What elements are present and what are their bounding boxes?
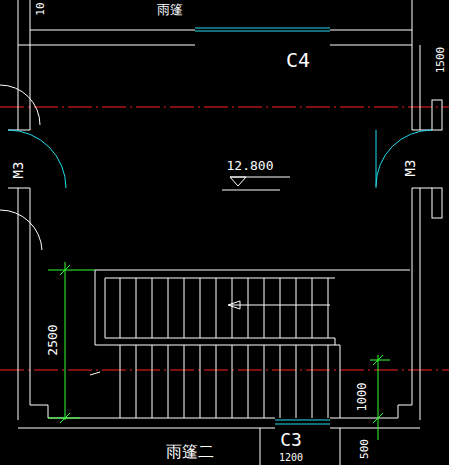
door-label: M3 <box>403 160 417 177</box>
dimension-text: 10 <box>35 2 46 15</box>
stair-tread <box>136 345 137 418</box>
stair-tread <box>232 278 233 338</box>
dimension-text: 1200 <box>279 453 303 463</box>
stair-tread <box>152 278 153 338</box>
stair-tread <box>248 345 249 418</box>
stair-tread <box>120 278 121 338</box>
door-label: M3 <box>11 162 25 179</box>
stair-tread <box>264 345 265 418</box>
stair-tread <box>264 278 265 338</box>
stair-tread <box>136 278 137 338</box>
stair-tread <box>312 278 313 338</box>
window-label: C3 <box>280 431 302 449</box>
stair-tread <box>280 345 281 418</box>
stair-tread <box>120 345 121 418</box>
stair-tread <box>312 345 313 418</box>
canopy-label: 雨篷 <box>157 3 183 16</box>
stair-tread <box>168 345 169 418</box>
dimension-text: 2500 <box>46 324 59 355</box>
stair-tread <box>280 278 281 338</box>
stair-tread <box>296 345 297 418</box>
stair-tread <box>200 278 201 338</box>
stair-tread <box>232 345 233 418</box>
dimension-text: 1500 <box>435 47 446 74</box>
stair-tread <box>152 345 153 418</box>
stair-tread <box>184 278 185 338</box>
stair-tread <box>248 278 249 338</box>
stair-tread <box>296 278 297 338</box>
stair-tread <box>200 345 201 418</box>
stair-tread <box>168 278 169 338</box>
dimension-text: 1000 <box>356 383 368 412</box>
dimension-text: 500 <box>359 439 370 459</box>
window-label: C4 <box>286 50 310 70</box>
stair-tread <box>184 345 185 418</box>
stair-tread <box>328 345 329 418</box>
stair-tread <box>216 278 217 338</box>
elevation-text: 12.800 <box>227 159 274 172</box>
stair-tread <box>328 278 329 338</box>
stair-tread <box>216 345 217 418</box>
canopy-label: 雨篷二 <box>166 444 214 460</box>
